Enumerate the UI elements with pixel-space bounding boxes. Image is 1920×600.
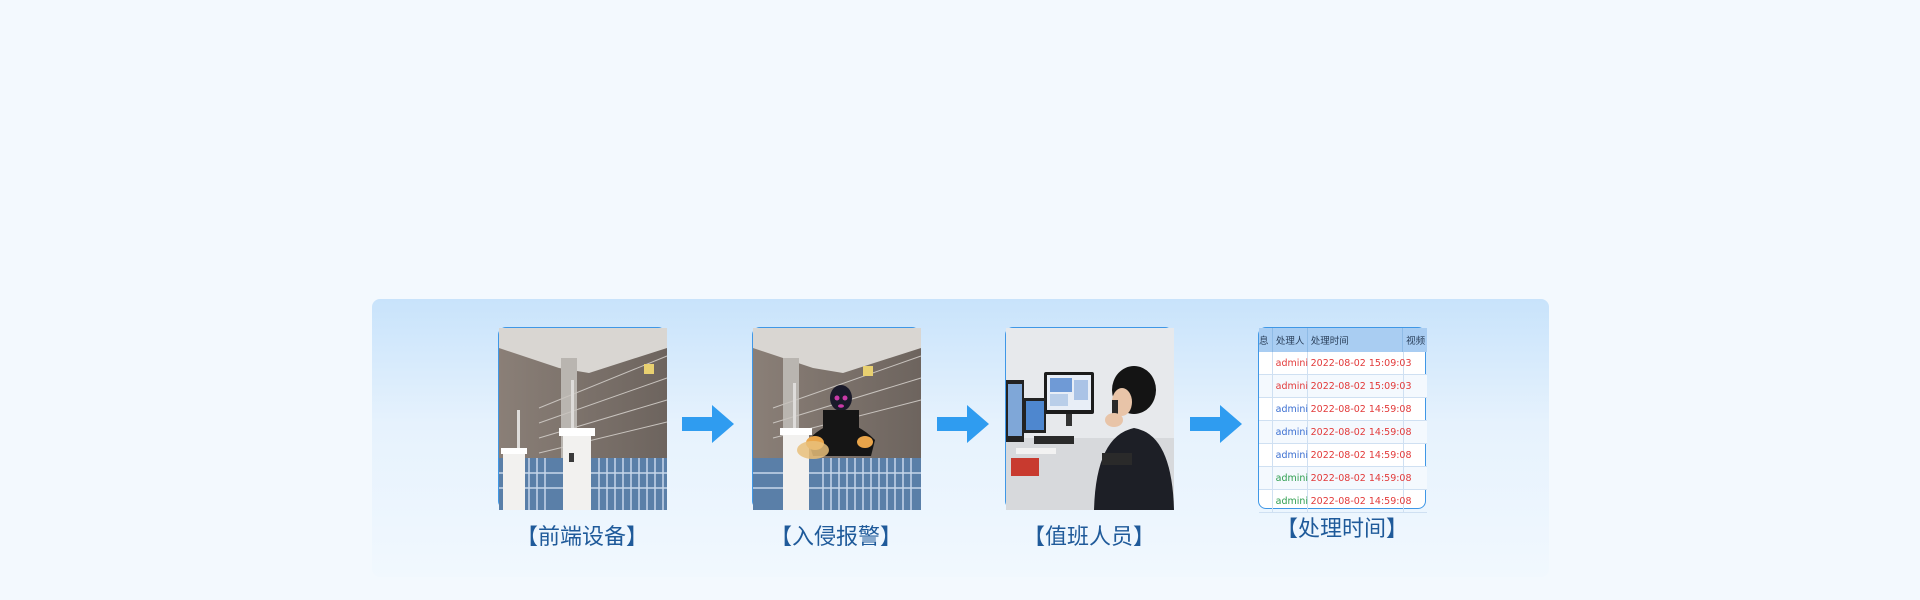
- table-cell: [1259, 444, 1273, 466]
- table-cell: [1259, 490, 1273, 512]
- handler-cell: admini: [1273, 375, 1308, 397]
- table-cell: [1259, 352, 1273, 374]
- table-cell: [1259, 375, 1273, 397]
- duty-officer-illustration: [1006, 328, 1174, 510]
- step-duty-officer-image: [1005, 327, 1174, 510]
- time-cell: 2022-08-02 14:59:08: [1308, 490, 1412, 512]
- step-front-device-image: [498, 327, 668, 510]
- time-cell: 2022-08-02 15:09:03: [1308, 375, 1412, 397]
- handler-cell: admini: [1273, 467, 1308, 489]
- handler-cell: admini: [1273, 352, 1308, 374]
- arrow-right-icon: [1190, 405, 1242, 443]
- video-cell: [1404, 398, 1427, 420]
- table-cell: [1259, 421, 1273, 443]
- time-cell: 2022-08-02 15:09:03: [1308, 352, 1412, 374]
- video-cell: [1404, 444, 1427, 466]
- time-cell: 2022-08-02 14:59:08: [1308, 444, 1412, 466]
- video-cell: [1404, 467, 1427, 489]
- table-header-cell: 处理人: [1273, 328, 1308, 352]
- table-header-row: 息 处理人 处理时间 视频: [1259, 328, 1427, 352]
- time-cell: 2022-08-02 14:59:08: [1308, 398, 1412, 420]
- handler-cell: admini: [1273, 490, 1308, 512]
- table-cell: [1259, 398, 1273, 420]
- table-header-cell: 息: [1259, 328, 1273, 352]
- fence-pole-illustration: [499, 328, 668, 510]
- step-intrusion-alarm-image: [752, 327, 922, 510]
- video-cell: [1404, 421, 1427, 443]
- arrow-right-icon: [682, 405, 734, 443]
- video-cell: [1404, 352, 1427, 374]
- step-caption-handling-time: 【处理时间】: [1275, 517, 1408, 542]
- video-cell: [1404, 375, 1427, 397]
- time-cell: 2022-08-02 14:59:08: [1308, 421, 1412, 443]
- step-caption-intrusion-alarm: 【入侵报警】: [769, 525, 902, 550]
- table-header-cell: 视频: [1406, 336, 1426, 347]
- table-cell: [1259, 467, 1273, 489]
- arrow-right-icon: [937, 405, 989, 443]
- intruder-illustration: [753, 328, 922, 510]
- handler-cell: admini: [1273, 398, 1308, 420]
- time-cell: 2022-08-02 14:59:08: [1308, 467, 1412, 489]
- handler-cell: admini: [1273, 421, 1308, 443]
- video-cell: [1404, 490, 1427, 512]
- handler-cell: admini: [1273, 444, 1308, 466]
- table-header-cell: 处理时间: [1308, 328, 1404, 352]
- step-caption-front-device: 【前端设备】: [515, 525, 648, 550]
- step-caption-duty-officer: 【值班人员】: [1022, 525, 1155, 550]
